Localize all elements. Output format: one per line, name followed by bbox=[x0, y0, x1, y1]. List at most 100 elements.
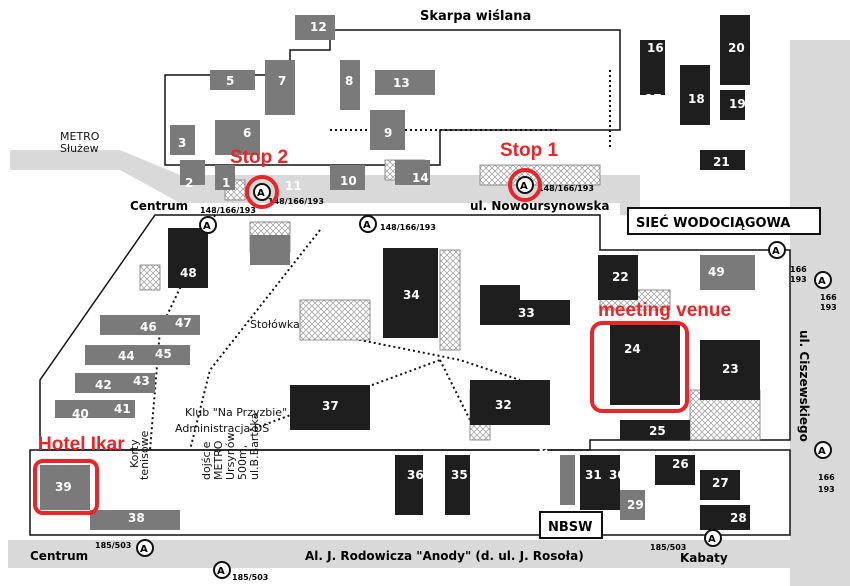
bus-line-labels: 148/166/193 148/166/193 148/166/193 148/… bbox=[95, 184, 837, 582]
building-number-48: 48 bbox=[180, 266, 197, 280]
bus-stop-icon: A bbox=[359, 215, 377, 233]
building-number-30: 30 bbox=[609, 468, 626, 482]
building-number-18: 18 bbox=[688, 92, 705, 106]
building-number-22: 22 bbox=[612, 270, 629, 284]
stop2-label: Stop 2 bbox=[230, 147, 288, 168]
svg-text:A: A bbox=[818, 446, 826, 457]
building-number-2: 2 bbox=[185, 176, 193, 190]
svg-text:Ursynów: Ursynów bbox=[224, 432, 237, 480]
svg-text:193: 193 bbox=[790, 275, 807, 284]
centrum-top-label: Centrum bbox=[130, 199, 188, 213]
building-number-13: 13 bbox=[393, 76, 410, 90]
dark-buildings bbox=[168, 15, 760, 530]
svg-text:166: 166 bbox=[790, 265, 807, 274]
svg-text:193: 193 bbox=[820, 303, 837, 312]
building-number-28: 28 bbox=[730, 511, 747, 525]
building-number-35: 35 bbox=[451, 468, 468, 482]
svg-text:166: 166 bbox=[818, 473, 835, 482]
hotel-label: Hotel Ikar bbox=[38, 434, 125, 455]
building-number-9: 9 bbox=[384, 126, 392, 140]
meeting-label: meeting venue bbox=[598, 300, 731, 321]
svg-text:148/166/193: 148/166/193 bbox=[268, 197, 324, 206]
building-number-47: 47 bbox=[175, 316, 192, 330]
sluzew-label: Służew bbox=[60, 142, 99, 155]
annotations: Stop 2 Stop 1 meeting venue Hotel Ikar bbox=[33, 140, 731, 515]
nbsw-box bbox=[539, 511, 603, 539]
meeting-venue-box bbox=[590, 321, 689, 413]
svg-text:A: A bbox=[520, 181, 528, 192]
svg-text:185/503: 185/503 bbox=[650, 543, 686, 552]
svg-text:185/503: 185/503 bbox=[232, 573, 268, 582]
building-number-20: 20 bbox=[728, 41, 745, 55]
building-number-23: 23 bbox=[722, 362, 739, 376]
building-number-16: 16 bbox=[647, 41, 664, 55]
building-number-45: 45 bbox=[155, 347, 172, 361]
svg-text:193: 193 bbox=[818, 485, 835, 494]
building-number-44: 44 bbox=[118, 349, 135, 363]
building-number-49: 49 bbox=[708, 265, 725, 279]
svg-text:500m,: 500m, bbox=[236, 445, 249, 480]
stop2-circle bbox=[245, 175, 279, 209]
svg-text:148/166/193: 148/166/193 bbox=[538, 184, 594, 193]
dojscie-note: dojście METRO Ursynów 500m, ul.B.Bartoka bbox=[200, 413, 261, 480]
svg-text:dojście: dojście bbox=[200, 441, 213, 480]
bus-stop-icon: A bbox=[253, 183, 271, 201]
bus-stops: A A A A A A A A A A bbox=[136, 176, 832, 579]
bus-stop-icon: A bbox=[213, 561, 231, 579]
administracja-label: Administracja DS bbox=[175, 422, 269, 435]
svg-text:METRO: METRO bbox=[212, 440, 225, 480]
building-number-32: 32 bbox=[495, 398, 512, 412]
roads bbox=[8, 40, 850, 586]
svg-text:148/166/193: 148/166/193 bbox=[200, 206, 256, 215]
siec-box bbox=[627, 207, 821, 235]
svg-text:A: A bbox=[257, 188, 265, 199]
building-number-3: 3 bbox=[178, 136, 186, 150]
svg-text:A: A bbox=[708, 534, 716, 545]
svg-text:A: A bbox=[140, 544, 148, 555]
building-number-37: 37 bbox=[322, 399, 339, 413]
svg-text:ul.B.Bartoka: ul.B.Bartoka bbox=[248, 413, 261, 480]
building-number-21: 21 bbox=[713, 155, 730, 169]
stop1-circle bbox=[508, 168, 542, 202]
building-number-8: 8 bbox=[345, 74, 353, 88]
bus-stop-icon: A bbox=[516, 176, 534, 194]
korty-label: Korty bbox=[128, 439, 141, 468]
bus-stop-icon: A bbox=[814, 271, 832, 289]
svg-text:A: A bbox=[772, 246, 780, 257]
stop1-label: Stop 1 bbox=[500, 140, 558, 161]
building-number-46: 46 bbox=[140, 320, 157, 334]
nbsw-label: NBSW bbox=[548, 520, 593, 535]
building-number-14: 14 bbox=[412, 171, 429, 185]
building-number-40: 40 bbox=[72, 407, 89, 421]
building-number-17: 17 bbox=[645, 92, 662, 106]
hotel-box bbox=[33, 459, 99, 515]
building-number-33: 33 bbox=[518, 306, 535, 320]
nowoursynowska-label: ul. Nowoursynowska bbox=[470, 199, 610, 213]
svg-text:148/166/193: 148/166/193 bbox=[380, 223, 436, 232]
building-number-34: 34 bbox=[403, 288, 420, 302]
building-number-15: 15 bbox=[448, 71, 465, 85]
building-number-10: 10 bbox=[340, 174, 357, 188]
svg-text:A: A bbox=[363, 220, 371, 231]
siec-label: SIEĆ WODOCIĄGOWA bbox=[636, 215, 790, 231]
kabaty-label: Kabaty bbox=[680, 551, 728, 565]
ciszewskiego-label: ul. Ciszewskiego bbox=[797, 330, 811, 442]
building-number-5: 5 bbox=[226, 74, 234, 88]
klub-label: Klub "Na Przyzbie" bbox=[185, 406, 287, 419]
building-number-29: 29 bbox=[627, 498, 644, 512]
building-number-41: 41 bbox=[114, 402, 131, 416]
building-number-39: 39 bbox=[55, 480, 72, 494]
building-number-7: 7 bbox=[278, 74, 286, 88]
building-number-25: 25 bbox=[649, 424, 666, 438]
building-number-42: 42 bbox=[95, 378, 112, 392]
building-number-24: 24 bbox=[624, 342, 641, 356]
building-number-31: 31 bbox=[585, 468, 602, 482]
szklarnie-label: SZKLARNIE bbox=[478, 444, 554, 503]
grey-buildings bbox=[40, 15, 755, 530]
building-number-36: 36 bbox=[407, 468, 424, 482]
tenisowe-label: tenisowe bbox=[138, 430, 151, 480]
svg-text:A: A bbox=[818, 276, 826, 287]
bus-stop-icon: A bbox=[814, 441, 832, 459]
building-number-19: 19 bbox=[729, 97, 746, 111]
